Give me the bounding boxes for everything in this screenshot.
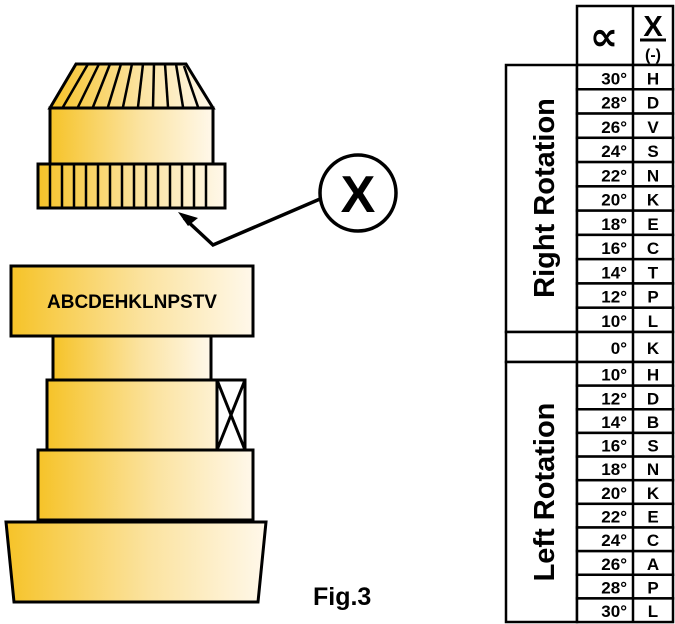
knurled-cap (36, 62, 227, 210)
right-angle-cell: 14° (601, 263, 627, 282)
left-code-cell: N (647, 460, 659, 479)
right-code-cell: D (647, 94, 659, 113)
right-angle-cell: 10° (601, 312, 627, 331)
base-flange (4, 520, 268, 604)
x-header: X (643, 11, 663, 43)
left-code-cell: C (647, 531, 659, 550)
callout-circle (318, 153, 398, 233)
cap-body (48, 106, 215, 166)
right-angle-cell: 24° (601, 142, 627, 161)
callout-arrowhead (178, 212, 198, 226)
right-angle-cell: 20° (601, 191, 627, 210)
right-rotation-block (504, 63, 579, 334)
table-row (575, 306, 675, 334)
left-rotation-block (504, 360, 579, 624)
right-code-cell: P (647, 288, 658, 307)
valve-body (4, 264, 268, 604)
right-angle-cell: 22° (601, 166, 627, 185)
engraving-text: ABCDEHKLNPSTV (47, 292, 217, 313)
engraved-collar (9, 264, 255, 338)
right-code-cell: H (647, 69, 659, 88)
right-angle-cell: 28° (601, 94, 627, 113)
neck-section (51, 334, 213, 382)
table-row (575, 160, 675, 188)
right-code-cell: N (647, 166, 659, 185)
right-angle-cell: 16° (601, 239, 627, 258)
left-code-cell: K (647, 484, 660, 503)
callout-letter: X (341, 166, 376, 224)
middle-section (45, 378, 246, 452)
left-angle-cell: 18° (601, 460, 627, 479)
cap-cone-ridges (61, 63, 200, 108)
table-row (575, 257, 675, 285)
left-code-cell: S (647, 437, 658, 456)
right-code-cell: V (647, 118, 659, 137)
left-rotation-label: Left Rotation (529, 403, 561, 582)
left-code-cell: E (647, 507, 658, 526)
right-code-cell: K (647, 191, 660, 210)
left-angle-cell: 12° (601, 389, 627, 408)
left-angle-cell: 10° (601, 366, 627, 385)
left-angle-cell: 30° (601, 602, 627, 621)
left-code-cell: P (647, 578, 658, 597)
figure-label: Fig.3 (313, 583, 371, 611)
knurled-ring (36, 162, 227, 210)
left-code-cell: B (647, 413, 659, 432)
table-row (575, 330, 675, 364)
left-angle-cell: 24° (601, 531, 627, 550)
table-row (575, 112, 675, 140)
left-code-cell: H (647, 366, 659, 385)
left-code-cell: D (647, 389, 659, 408)
right-code-cell: S (647, 142, 658, 161)
table-row (575, 597, 675, 624)
x-subheader: (-) (645, 47, 661, 64)
lower-section (36, 448, 255, 522)
zero-angle-cell: 0° (611, 339, 627, 358)
zero-block (504, 330, 579, 364)
left-angle-cell: 22° (601, 507, 627, 526)
left-code-cell: L (648, 602, 658, 621)
right-angle-cell: 26° (601, 118, 627, 137)
right-rotation-label: Right Rotation (529, 98, 561, 298)
right-angle-cell: 30° (601, 69, 627, 88)
left-angle-cell: 16° (601, 437, 627, 456)
left-angle-cell: 28° (601, 578, 627, 597)
right-code-cell: L (648, 312, 658, 331)
right-code-cell: E (647, 215, 658, 234)
right-angle-cell: 18° (601, 215, 627, 234)
table-rows: 30° H 28° D 26° V 24° S 22° N 20° K 18° E 16° C 14° T 12° P… (575, 63, 675, 624)
right-code-cell: T (648, 263, 659, 282)
table-row (575, 136, 675, 164)
right-angle-cell: 12° (601, 288, 627, 307)
alpha-header: ∝ (590, 14, 618, 60)
callout-arrow (182, 197, 321, 248)
knurled-ring-teeth (48, 165, 208, 207)
table-header (575, 4, 675, 67)
table-row (575, 88, 675, 115)
left-code-cell: A (647, 555, 659, 574)
left-angle-cell: 26° (601, 555, 627, 574)
rotation-table: ∝ X (-) Right Rotation Left Rotation 30°… (504, 4, 675, 624)
left-angle-cell: 20° (601, 484, 627, 503)
callout: X (178, 153, 398, 248)
left-angle-cell: 14° (601, 413, 627, 432)
right-code-cell: C (647, 239, 659, 258)
zero-code-cell: K (647, 339, 660, 358)
